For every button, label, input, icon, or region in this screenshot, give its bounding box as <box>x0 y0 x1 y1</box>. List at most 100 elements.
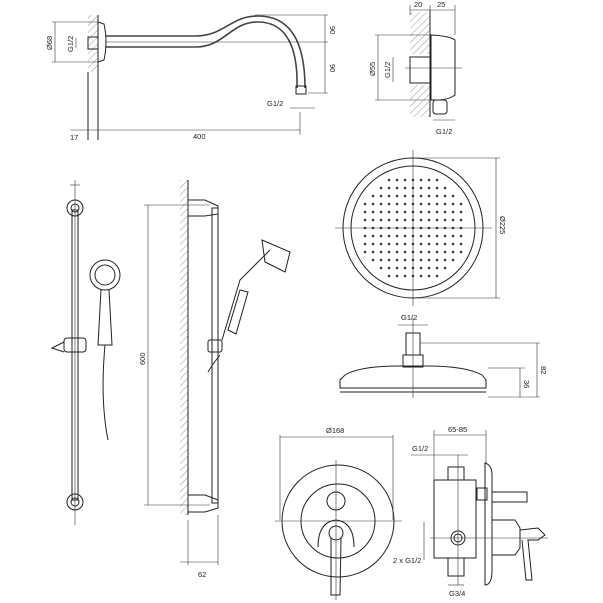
nozzle-dot <box>379 218 383 222</box>
dim-wall-thread: G1/2 <box>66 36 75 52</box>
hand-shower-head <box>89 259 121 291</box>
nozzle-dot <box>379 210 383 214</box>
nozzle-dot <box>403 186 407 190</box>
dim-outlet-bottom-thread: G1/2 <box>436 127 452 136</box>
outlet-body <box>430 34 456 101</box>
nozzle-dot <box>451 258 455 262</box>
nozzle-dot <box>435 242 439 246</box>
nozzle-dot <box>403 274 407 278</box>
nozzle-dot <box>435 194 439 198</box>
nozzle-dot <box>387 194 391 198</box>
shower-head-side-drawing: G1/2 82 36 <box>339 313 548 398</box>
hand-shower-handle <box>97 289 113 346</box>
nozzle-dot <box>435 178 439 182</box>
nozzle-dot <box>387 258 391 262</box>
nozzle-dot <box>371 210 375 214</box>
nozzle-dot <box>419 210 423 214</box>
arm-flange <box>97 21 107 63</box>
dim-install-depth: 65-85 <box>448 425 467 434</box>
nozzle-dot <box>395 274 399 278</box>
slide-rail-side-drawing: 600 62 <box>138 180 291 579</box>
nozzle-dot <box>435 266 439 270</box>
nozzle-dot <box>371 194 375 198</box>
rail-bar <box>71 209 79 501</box>
mixer-body <box>433 479 477 559</box>
nozzle-dot <box>443 186 447 190</box>
dim-arm-length: 400 <box>193 132 206 141</box>
nozzle-dot <box>387 186 391 190</box>
nozzle-dot <box>379 258 383 262</box>
nozzle-dot <box>459 210 463 214</box>
nozzle-dot <box>427 210 431 214</box>
nozzle-dot <box>435 274 439 278</box>
nozzle-dot <box>443 250 447 254</box>
nozzle-dot <box>379 186 383 190</box>
shower-head-top-drawing: Ø225 <box>335 150 507 306</box>
nozzle-dot <box>443 234 447 238</box>
nozzle-dot <box>403 178 407 182</box>
nozzle-dot <box>435 250 439 254</box>
nozzle-dot <box>419 194 423 198</box>
nozzle-dot <box>427 194 431 198</box>
nozzle-dot <box>363 234 367 238</box>
mixer-plate-side <box>484 462 493 586</box>
nozzle-dot <box>395 266 399 270</box>
nozzle-dot <box>387 266 391 270</box>
nozzle-dot <box>451 242 455 246</box>
nozzle-dot <box>443 218 447 222</box>
nozzle-dot <box>403 242 407 246</box>
nozzle-dot <box>419 234 423 238</box>
nozzle-dot <box>419 202 423 206</box>
wall-outlet-drawing: 20 25 Ø55 G1/2 G1/2 <box>368 0 462 136</box>
nozzle-dot <box>443 266 447 270</box>
nozzle-dot <box>451 250 455 254</box>
dim-outlet-wall-depth: 20 <box>414 0 422 9</box>
nozzle-dot <box>387 202 391 206</box>
nozzle-dot <box>379 234 383 238</box>
nozzle-dot <box>379 250 383 254</box>
nozzle-dot <box>427 218 431 222</box>
nozzle-dot <box>459 234 463 238</box>
dim-outlet-thread: G1/2 <box>267 99 283 108</box>
dim-outlet-inner-thread: G1/2 <box>383 62 392 78</box>
nozzle-dot <box>427 274 431 278</box>
dim-head-thread: G1/2 <box>401 313 417 322</box>
nozzle-dot <box>443 210 447 214</box>
nozzle-dot <box>395 242 399 246</box>
dim-head-height: 36 <box>522 380 531 388</box>
nozzle-dot <box>451 194 455 198</box>
nozzle-dot <box>435 210 439 214</box>
dim-outlet-body-depth: 25 <box>437 0 445 9</box>
nozzle-dot <box>427 202 431 206</box>
wall-hatch <box>88 15 98 72</box>
dim-plate-diameter: Ø168 <box>326 426 344 435</box>
nozzle-dot <box>459 218 463 222</box>
nozzle-dot <box>435 218 439 222</box>
nozzle-dot <box>379 194 383 198</box>
nozzle-dot <box>395 258 399 262</box>
nozzle-dot <box>371 218 375 222</box>
nozzle-dot <box>459 250 463 254</box>
nozzle-dot <box>403 258 407 262</box>
nozzle-dot <box>451 210 455 214</box>
nozzle-dot <box>419 258 423 262</box>
nozzle-dot <box>451 234 455 238</box>
arm-pipe-outer <box>105 15 306 89</box>
dim-mixer-side-threads: 2 x G1/2 <box>393 556 421 565</box>
dim-wall-offset: 17 <box>70 133 78 142</box>
nozzle-dot <box>395 218 399 222</box>
nozzle-dot <box>395 202 399 206</box>
nozzle-dot <box>387 234 391 238</box>
nozzle-dot <box>403 210 407 214</box>
mixer-front-drawing: Ø168 <box>275 426 402 600</box>
nozzle-dot <box>419 186 423 190</box>
nozzle-dot <box>371 242 375 246</box>
nozzle-dot <box>435 186 439 190</box>
nozzle-dot <box>363 242 367 246</box>
mixer-lever-side <box>519 527 546 581</box>
nozzle-dot <box>419 274 423 278</box>
nozzle-dot <box>427 178 431 182</box>
nozzle-dot <box>403 266 407 270</box>
nozzle-dot <box>395 178 399 182</box>
